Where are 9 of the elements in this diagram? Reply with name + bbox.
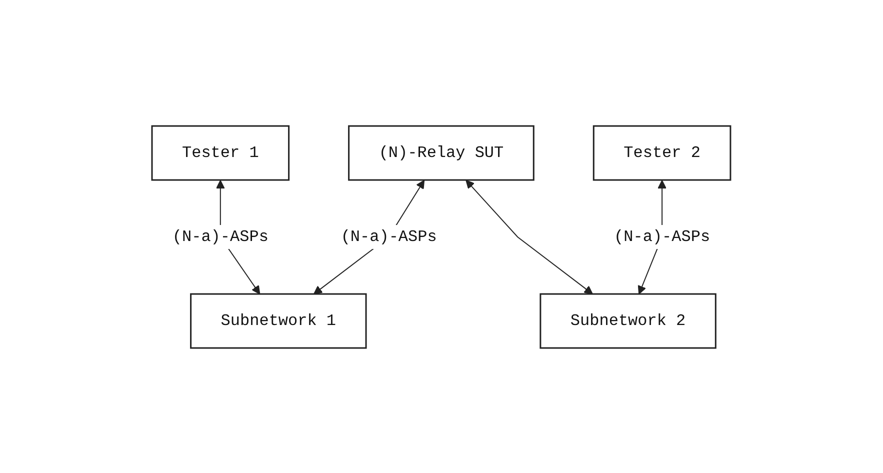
edge-label: (N-a)-ASPs [172, 228, 269, 246]
node-box: Subnetwork 2 [540, 292, 717, 348]
node-box: Subnetwork 1 [190, 292, 368, 348]
node-box: Tester 2 [593, 124, 732, 180]
node-box: (N)-Relay SUT [348, 124, 535, 180]
arrow [466, 179, 594, 294]
edge-label: (N-a)-ASPs [341, 228, 438, 246]
edge-label: (N-a)-ASPs [614, 228, 710, 246]
node-box: Tester 1 [152, 124, 290, 180]
